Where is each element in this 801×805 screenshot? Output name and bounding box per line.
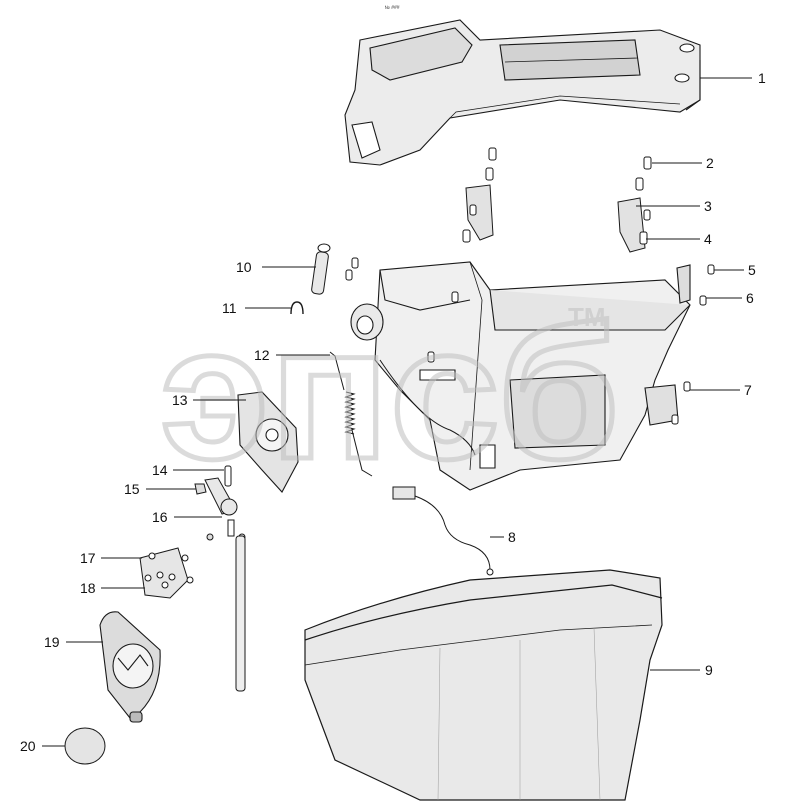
part-8-cable: [379, 359, 494, 576]
part-4-screws: [462, 204, 651, 245]
part-20-cap: [64, 727, 106, 765]
watermark: эпсб TM: [158, 285, 623, 502]
callout-numbers: 1 2 3 4 5 6 7 8 9 10 11 12 13 14 15 16 1…: [20, 70, 766, 754]
callout-9: 9: [705, 662, 713, 678]
part-9-lower-bin: [304, 569, 663, 801]
part-2-screws: [485, 147, 652, 191]
part-1-armrest-lid: [344, 19, 701, 166]
callout-20: 20: [20, 738, 36, 754]
callout-17: 17: [80, 550, 96, 566]
callout-7: 7: [744, 382, 752, 398]
part-10-latch-pin: [311, 243, 331, 295]
callout-5: 5: [748, 262, 756, 278]
storage-body: [350, 261, 691, 491]
callout-4: 4: [704, 231, 712, 247]
part-3-brackets: [465, 184, 646, 253]
part-19-handle: [99, 611, 161, 723]
part-13-lock-plate: [237, 391, 299, 493]
leader-lines: [42, 77, 752, 747]
watermark-text: эпсб: [160, 287, 620, 499]
callout-10: 10: [236, 259, 252, 275]
part-17-18-plate: [139, 547, 194, 599]
watermark-tm: TM: [568, 302, 606, 332]
part-14-16-linkage: [194, 465, 246, 692]
callout-14: 14: [152, 462, 168, 478]
callout-16: 16: [152, 509, 168, 525]
callout-11: 11: [222, 300, 237, 316]
part-5-6-7-screws: [345, 257, 715, 425]
callout-1: 1: [758, 70, 766, 86]
callout-2: 2: [706, 155, 714, 171]
callout-8: 8: [508, 529, 516, 545]
callout-3: 3: [704, 198, 712, 214]
callout-18: 18: [80, 580, 96, 596]
callout-19: 19: [44, 634, 60, 650]
part-12-spring: [329, 351, 373, 477]
callout-12: 12: [254, 347, 270, 363]
callout-15: 15: [124, 481, 140, 497]
callout-6: 6: [746, 290, 754, 306]
header-mark: № ###: [384, 5, 399, 11]
callout-13: 13: [172, 392, 188, 408]
